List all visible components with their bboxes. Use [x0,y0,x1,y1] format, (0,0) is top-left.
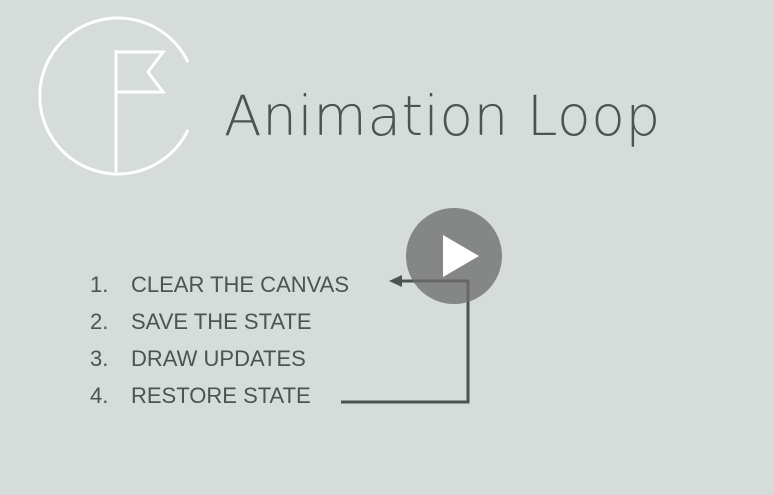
step-number: 3. [90,345,109,371]
list-item: 3. DRAW UPDATES [90,340,349,377]
step-label: DRAW UPDATES [131,345,306,371]
step-label: RESTORE STATE [131,382,311,408]
step-number: 4. [90,382,109,408]
play-icon [443,235,479,277]
step-list: 1. CLEAR THE CANVAS 2. SAVE THE STATE 3.… [90,266,349,414]
arrowhead [389,275,402,287]
play-button[interactable] [406,208,502,304]
step-number: 1. [90,271,109,297]
step-label: SAVE THE STATE [131,308,312,334]
flag-icon [38,16,190,176]
list-item: 1. CLEAR THE CANVAS [90,266,349,303]
step-label: CLEAR THE CANVAS [131,271,350,297]
list-item: 4. RESTORE STATE [90,377,349,414]
step-number: 2. [90,308,109,334]
slide-title: Animation Loop [224,83,661,148]
list-item: 2. SAVE THE STATE [90,303,349,340]
